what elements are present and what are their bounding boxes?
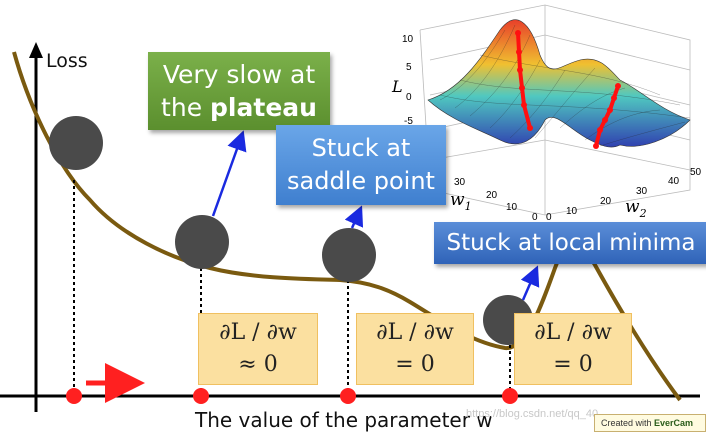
plateau-callout-line2: the plateau (161, 93, 317, 122)
gradient-box-local-min: ∂L / ∂w = 0 (514, 313, 632, 385)
ball-saddle (322, 228, 376, 282)
inset-w2-tick-40: 40 (668, 176, 680, 187)
saddle-callout-line1: Stuck at (311, 134, 411, 162)
ball-plateau (175, 215, 229, 269)
inset-w2-tick-0: 0 (546, 212, 552, 223)
surface-mesh (427, 19, 691, 148)
marker-1 (66, 388, 82, 404)
marker-4 (502, 388, 518, 404)
gradient-box-plateau: ∂L / ∂w ≈ 0 (198, 313, 318, 385)
inset-z-tick-m5: -5 (404, 116, 413, 127)
saddle-pointer-arrow (344, 205, 364, 229)
gradient-expr: ∂L / ∂w (219, 320, 297, 345)
inset-w2-tick-10: 10 (566, 206, 578, 217)
y-axis-arrowhead (29, 42, 43, 58)
marker-2 (193, 388, 209, 404)
inset-z-label: L (391, 77, 403, 96)
inset-w2-label: w2 (625, 197, 647, 220)
local-min-pointer-arrow (520, 265, 540, 301)
inset-w2-tick-50: 50 (690, 167, 702, 178)
plateau-pointer-arrow (211, 130, 247, 217)
inset-w1-tick-20: 20 (486, 190, 498, 201)
inset-w1-label: w1 (450, 190, 472, 213)
plateau-callout: Very slow at the plateau (148, 52, 330, 130)
gradient-value: = 0 (395, 352, 435, 377)
gradient-expr: ∂L / ∂w (376, 320, 454, 345)
evercam-credit: Created with EverCam (594, 414, 706, 432)
gradient-value: ≈ 0 (238, 352, 278, 377)
saddle-callout-line2: saddle point (287, 167, 435, 195)
inset-z-tick-10: 10 (402, 34, 414, 45)
ball-start (49, 116, 103, 170)
inset-w1-tick-10: 10 (506, 202, 518, 213)
inset-w2-tick-30: 30 (636, 186, 648, 197)
loss-surface-inset: L 10 5 0 -5 30 20 10 0 0 10 20 30 40 50 … (391, 4, 702, 223)
x-axis-title: The value of the parameter w (195, 408, 493, 432)
saddle-callout: Stuck at saddle point (276, 125, 446, 205)
gradient-value: = 0 (553, 352, 593, 377)
marker-3 (340, 388, 356, 404)
inset-z-tick-5: 5 (406, 62, 412, 73)
gradient-expr: ∂L / ∂w (534, 320, 612, 345)
inset-w1-tick-0: 0 (532, 212, 538, 223)
local-min-callout: Stuck at local minima (434, 222, 706, 264)
inset-z-tick-0: 0 (406, 92, 412, 103)
watermark: https://blog.csdn.net/qq_40 (466, 408, 599, 420)
plateau-callout-line1: Very slow at (162, 60, 316, 89)
inset-w2-tick-20: 20 (600, 196, 612, 207)
y-axis-title: Loss (46, 50, 88, 72)
inset-w1-tick-30: 30 (454, 177, 466, 188)
gradient-box-saddle: ∂L / ∂w = 0 (356, 313, 474, 385)
